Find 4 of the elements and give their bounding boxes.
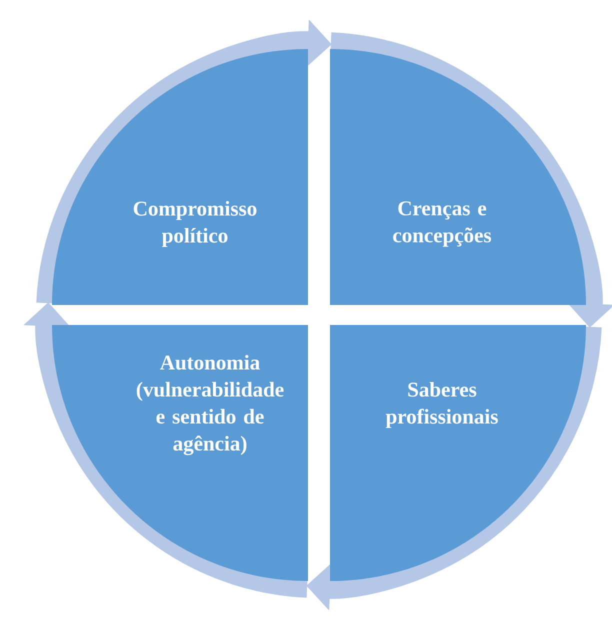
- quadrant-sector: Compromisso político: [52, 49, 308, 305]
- quadrant-sector: Autonomia (vulnerabilidade e sentido de agência): [52, 325, 308, 581]
- quadrant-sector: Crenças e concepções: [330, 49, 586, 305]
- quadrant-sector: Saberes profissionais: [330, 325, 586, 581]
